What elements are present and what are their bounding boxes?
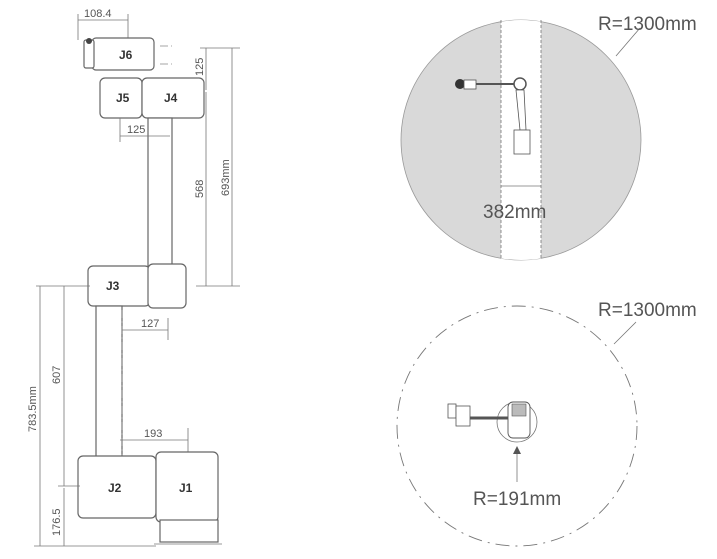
mini-wrist <box>463 79 477 90</box>
flange-dot-icon <box>86 38 92 44</box>
side-elevation: 108.4 J6 J5 J4 125 J3 127 <box>27 8 240 547</box>
dim-j5-offset: 125 <box>127 124 145 136</box>
dim-top-width: 108.4 <box>84 8 112 20</box>
joint-j4-body <box>141 77 205 119</box>
joint-label-j4: J4 <box>164 91 178 105</box>
dim-upper-arm: 568 <box>194 180 206 198</box>
lower-arm-tube <box>95 305 123 459</box>
radius-leader <box>615 27 641 57</box>
mini-wrist-bottom <box>455 405 471 427</box>
arrow-up-icon <box>513 446 521 454</box>
dim-band-width: 382mm <box>483 202 546 223</box>
tool-flange <box>83 39 95 69</box>
dim-base-height: 176.5 <box>51 508 63 536</box>
radius-label-bottom: R=1300mm <box>598 300 697 321</box>
radius-label-top: R=1300mm <box>598 14 697 35</box>
inner-radius-label: R=191mm <box>473 489 561 510</box>
joint-label-j2: J2 <box>108 481 122 495</box>
dim-j4-vertical: 125 <box>194 58 206 76</box>
elbow-housing <box>147 263 187 309</box>
dim-total-height: 783.5mm <box>27 386 39 432</box>
joint-label-j5: J5 <box>116 91 130 105</box>
mini-tool-bottom <box>447 403 457 419</box>
joint-label-j6: J6 <box>119 48 133 62</box>
dim-j3-offset: 127 <box>141 318 159 330</box>
dim-upper-total: 693mm <box>220 159 232 196</box>
mini-elbow <box>513 77 527 91</box>
radius-leader <box>613 321 637 345</box>
reach-circle-dashed <box>396 305 638 547</box>
upper-arm-tube <box>147 117 173 267</box>
mini-base <box>513 129 531 155</box>
bottom-view-reach-envelope: R=1300mm R=191mm <box>396 300 697 547</box>
dim-j2-offset: 193 <box>144 428 162 440</box>
joint-label-j3: J3 <box>106 279 120 293</box>
dim-lower-arm: 607 <box>51 366 63 384</box>
base-flange <box>159 519 219 543</box>
mini-base-detail <box>511 403 527 417</box>
joint-label-j1: J1 <box>179 481 193 495</box>
top-view-reach-envelope: 382mm R=1300mm <box>400 14 697 261</box>
mini-tool-icon <box>455 79 465 89</box>
